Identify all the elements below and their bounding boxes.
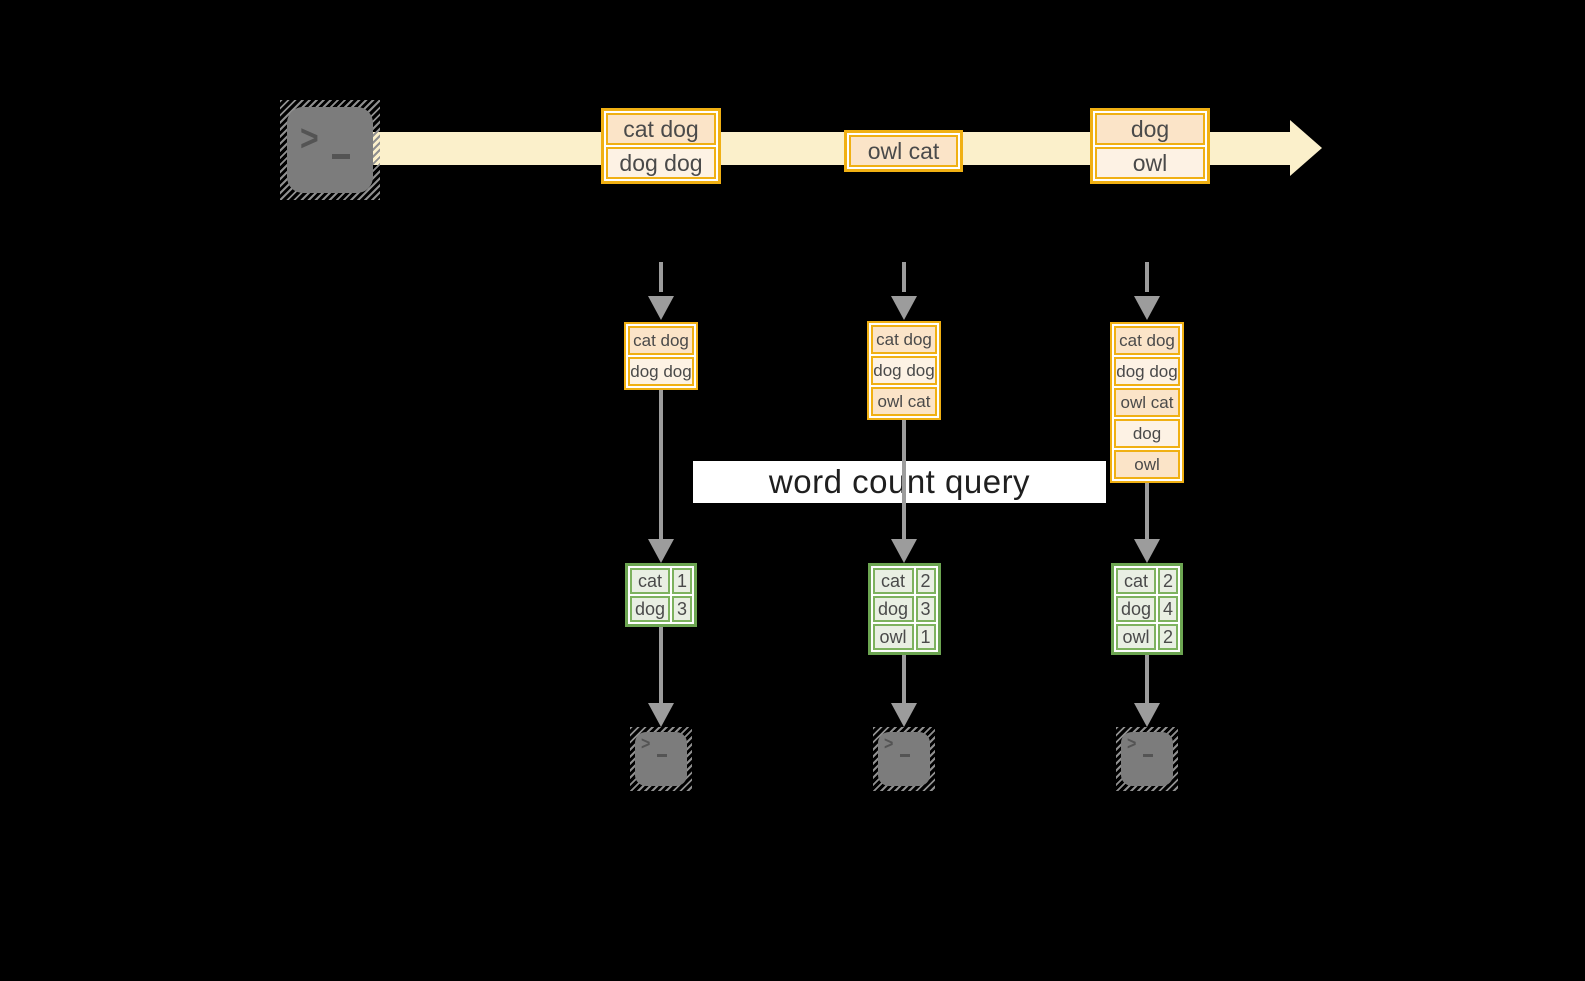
count-value-cell: 2	[1158, 568, 1178, 594]
terminal-body	[287, 107, 373, 193]
terminal-prompt-cursor	[900, 754, 910, 757]
terminal-icon: >	[630, 727, 692, 791]
input-table-cell: dog	[1114, 419, 1180, 448]
query-connector-line	[902, 420, 906, 539]
input-table-cell: dog dog	[1114, 357, 1180, 386]
terminal-prompt-chevron: >	[641, 734, 651, 755]
terminal-body	[1121, 732, 1173, 786]
query-connector-line	[659, 390, 663, 539]
count-word-cell: dog	[630, 596, 670, 622]
dashed-arrowhead-icon	[891, 296, 917, 320]
terminal-icon: >	[1116, 727, 1178, 791]
input-table-cell: cat dog	[1114, 326, 1180, 355]
batch-item-cell: dog	[1095, 113, 1205, 145]
input-table-cell: cat dog	[871, 325, 937, 354]
count-value-cell: 2	[1158, 624, 1178, 650]
query-arrowhead-icon	[648, 539, 674, 563]
count-value-cell: 3	[915, 596, 936, 622]
terminal-prompt-cursor	[1143, 754, 1153, 757]
terminal-prompt-chevron: >	[884, 734, 894, 755]
input-table-cell: owl cat	[1114, 388, 1180, 417]
terminal-prompt-chevron: >	[300, 117, 319, 159]
count-value-cell: 1	[915, 624, 936, 650]
count-word-cell: cat	[1116, 568, 1156, 594]
dashed-arrowhead-icon	[1134, 296, 1160, 320]
input-table-cell: cat dog	[628, 326, 694, 355]
batch-item-cell: owl	[1095, 147, 1205, 179]
dashed-arrow-segment	[659, 262, 663, 292]
terminal-prompt-cursor	[657, 754, 667, 757]
query-arrowhead-icon	[1134, 539, 1160, 563]
terminal-icon: >	[280, 100, 380, 200]
count-word-cell: cat	[872, 568, 914, 594]
stream-batch-box: owl cat	[844, 130, 963, 172]
input-table-cell: owl cat	[871, 387, 937, 416]
input-table-cell: dog dog	[871, 356, 937, 385]
batch-item-cell: dog dog	[606, 147, 716, 179]
terminal-body	[878, 732, 930, 786]
dashed-arrowhead-icon	[648, 296, 674, 320]
count-word-cell: dog	[872, 596, 914, 622]
terminal-body	[635, 732, 687, 786]
count-value-cell: 3	[672, 596, 692, 622]
count-value-cell: 4	[1158, 596, 1178, 622]
dashed-arrow-segment	[902, 262, 906, 292]
batch-item-cell: owl cat	[849, 135, 958, 167]
output-arrowhead-icon	[1134, 703, 1160, 727]
batch-item-cell: cat dog	[606, 113, 716, 145]
count-value-cell: 2	[915, 568, 936, 594]
query-connector-line	[1145, 483, 1149, 539]
output-connector-line	[1145, 655, 1149, 703]
output-connector-line	[902, 655, 906, 703]
dashed-arrow-segment	[1145, 262, 1149, 292]
query-arrowhead-icon	[891, 539, 917, 563]
terminal-icon: >	[873, 727, 935, 791]
count-word-cell: owl	[872, 624, 914, 650]
output-arrowhead-icon	[648, 703, 674, 727]
count-word-cell: dog	[1116, 596, 1156, 622]
query-label: word count query	[768, 463, 1031, 500]
count-value-cell: 1	[672, 568, 692, 594]
input-table-cell: owl	[1114, 450, 1180, 479]
terminal-prompt-chevron: >	[1127, 734, 1137, 755]
stream-timeline-arrowhead-icon	[1290, 120, 1322, 176]
count-word-cell: owl	[1116, 624, 1156, 650]
query-label-band: word count query	[693, 461, 1106, 503]
output-arrowhead-icon	[891, 703, 917, 727]
terminal-prompt-cursor	[332, 154, 350, 159]
count-word-cell: cat	[630, 568, 670, 594]
input-table-cell: dog dog	[628, 357, 694, 386]
output-connector-line	[659, 627, 663, 703]
